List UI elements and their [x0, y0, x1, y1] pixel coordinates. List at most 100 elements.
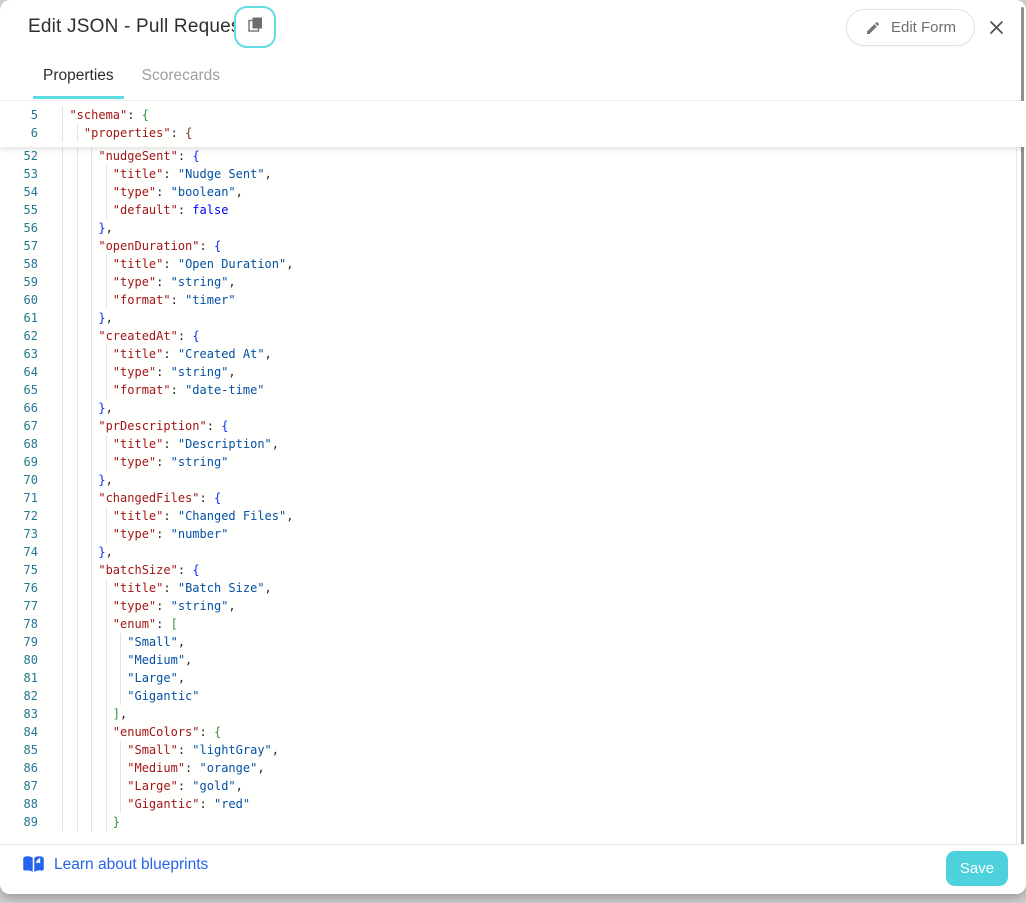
line-number: 86: [23, 761, 38, 775]
code-line: 70 },: [0, 471, 1026, 489]
line-number: 76: [23, 581, 38, 595]
indent-guide: [91, 543, 93, 561]
line-number: 6: [30, 126, 38, 140]
tab-properties[interactable]: Properties: [33, 62, 124, 99]
indent-guide: [120, 795, 122, 813]
save-button[interactable]: Save: [946, 851, 1008, 886]
learn-about-blueprints-link[interactable]: Learn about blueprints: [22, 855, 208, 874]
indent-guide: [62, 489, 64, 507]
indent-guide: [62, 813, 64, 831]
indent-guide: [76, 453, 78, 471]
code-line: 78 "enum": [: [0, 615, 1026, 633]
indent-guide: [91, 381, 93, 399]
line-number: 85: [23, 743, 38, 757]
indent-guide: [76, 597, 78, 615]
copy-title-button[interactable]: [234, 6, 276, 48]
edit-form-label: Edit Form: [890, 19, 956, 36]
edit-form-button[interactable]: Edit Form: [845, 9, 975, 46]
indent-guide: [105, 435, 107, 453]
indent-guide: [91, 813, 93, 831]
line-number: 69: [23, 455, 38, 469]
code-text: "title": "Description",: [55, 435, 279, 453]
indent-guide: [91, 705, 93, 723]
indent-guide: [91, 489, 93, 507]
code-line: 52 "nudgeSent": {: [0, 147, 1026, 165]
indent-guide: [62, 124, 64, 142]
indent-guide: [76, 363, 78, 381]
indent-guide: [76, 633, 78, 651]
page-scrollbar[interactable]: [1021, 7, 1024, 879]
code-text: ],: [55, 705, 127, 723]
code-text: "title": "Changed Files",: [55, 507, 293, 525]
indent-guide: [76, 813, 78, 831]
indent-guide: [62, 273, 64, 291]
line-number: 68: [23, 437, 38, 451]
indent-guide: [76, 219, 78, 237]
indent-guide: [62, 201, 64, 219]
indent-guide: [62, 471, 64, 489]
line-number: 58: [23, 257, 38, 271]
line-number: 5: [30, 108, 38, 122]
indent-guide: [91, 219, 93, 237]
editor-scrollbar-track[interactable]: [1016, 100, 1017, 845]
indent-guide: [105, 633, 107, 651]
indent-guide: [91, 255, 93, 273]
indent-guide: [91, 147, 93, 165]
indent-guide: [91, 327, 93, 345]
indent-guide: [62, 453, 64, 471]
indent-guide: [62, 219, 64, 237]
indent-guide: [76, 723, 78, 741]
indent-guide: [91, 399, 93, 417]
indent-guide: [105, 507, 107, 525]
json-code-editor[interactable]: 5 "schema": {6 "properties": { 52 "nudge…: [0, 100, 1026, 845]
indent-guide: [62, 615, 64, 633]
indent-guide: [62, 759, 64, 777]
code-text: "Gigantic": [55, 687, 200, 705]
indent-guide: [62, 651, 64, 669]
indent-guide: [105, 705, 107, 723]
indent-guide: [105, 723, 107, 741]
code-text: "enum": [: [55, 615, 178, 633]
code-line: 62 "createdAt": {: [0, 327, 1026, 345]
indent-guide: [62, 579, 64, 597]
indent-guide: [91, 579, 93, 597]
indent-guide: [91, 777, 93, 795]
code-line: 66 },: [0, 399, 1026, 417]
indent-guide: [76, 273, 78, 291]
indent-guide: [62, 705, 64, 723]
code-text: "Medium": "orange",: [55, 759, 265, 777]
line-number: 79: [23, 635, 38, 649]
indent-guide: [91, 291, 93, 309]
indent-guide: [62, 633, 64, 651]
indent-guide: [76, 561, 78, 579]
line-number: 82: [23, 689, 38, 703]
indent-guide: [76, 615, 78, 633]
code-line: 56 },: [0, 219, 1026, 237]
close-button[interactable]: [984, 15, 1008, 39]
line-number: 71: [23, 491, 38, 505]
code-line: 85 "Small": "lightGray",: [0, 741, 1026, 759]
indent-guide: [76, 435, 78, 453]
code-text: "schema": {: [55, 106, 149, 124]
code-line: 73 "type": "number": [0, 525, 1026, 543]
indent-guide: [62, 777, 64, 795]
tab-scorecards[interactable]: Scorecards: [141, 67, 221, 84]
code-text: "title": "Created At",: [55, 345, 272, 363]
indent-guide: [76, 183, 78, 201]
code-text: "type": "string": [55, 453, 228, 471]
code-text: "enumColors": {: [55, 723, 221, 741]
indent-guide: [76, 489, 78, 507]
line-number: 72: [23, 509, 38, 523]
indent-guide: [91, 561, 93, 579]
code-line: 71 "changedFiles": {: [0, 489, 1026, 507]
indent-guide: [62, 147, 64, 165]
indent-guide: [91, 273, 93, 291]
code-text: "title": "Nudge Sent",: [55, 165, 272, 183]
indent-guide: [91, 597, 93, 615]
indent-guide: [76, 471, 78, 489]
learn-link-label: Learn about blueprints: [54, 855, 209, 873]
code-line: 88 "Gigantic": "red": [0, 795, 1026, 813]
indent-guide: [105, 813, 107, 831]
indent-guide: [62, 669, 64, 687]
code-line: 68 "title": "Description",: [0, 435, 1026, 453]
